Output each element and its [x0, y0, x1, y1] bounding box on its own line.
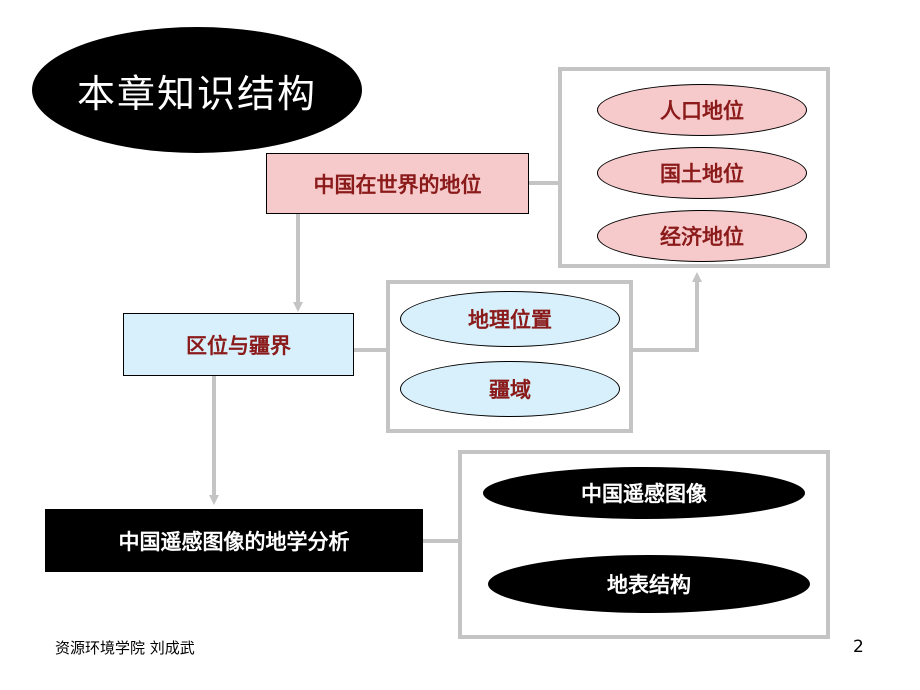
status-item-economy: 经济地位: [597, 210, 807, 262]
page-number: 2: [853, 637, 864, 657]
arrow-location-frame-to-status-frame: [630, 272, 702, 352]
location-item-position: 地理位置: [400, 291, 620, 347]
rs-item-surface-structure: 地表结构: [488, 555, 810, 613]
location-item-borders: 疆域: [400, 361, 620, 417]
node-rs-analysis: 中国遥感图像的地学分析: [45, 509, 423, 572]
node-location-territory: 区位与疆界: [123, 313, 354, 376]
status-item-territory: 国土地位: [597, 147, 807, 199]
rs-item-image: 中国遥感图像: [483, 467, 805, 519]
node-china-world-status: 中国在世界的地位: [266, 153, 529, 214]
chapter-title: 本章知识结构: [32, 27, 362, 153]
status-item-population: 人口地位: [597, 84, 807, 136]
footer-author: 资源环境学院 刘成武: [55, 639, 195, 657]
